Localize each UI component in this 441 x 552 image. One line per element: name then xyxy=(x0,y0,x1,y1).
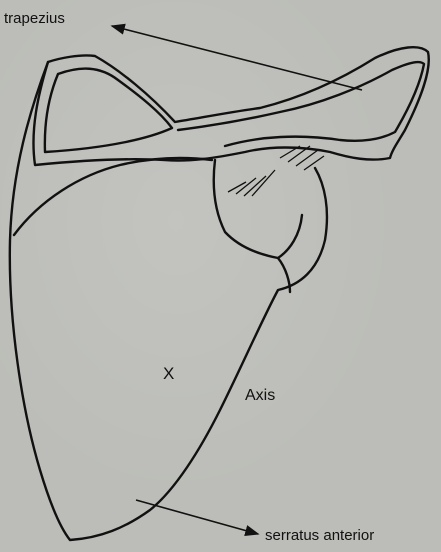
serratus-leader-arrow xyxy=(136,500,258,534)
glenoid-outline xyxy=(214,160,290,292)
hatch-mark xyxy=(252,170,275,196)
hatch-mark xyxy=(296,150,318,166)
scapula-body-outline xyxy=(10,62,327,540)
serratus-anterior-label: serratus anterior xyxy=(265,527,374,544)
hatch-mark xyxy=(228,182,246,192)
trapezius-label: trapezius xyxy=(4,10,65,27)
trapezius-leader-arrow xyxy=(112,26,362,90)
superior-border xyxy=(14,158,212,235)
spine-inner-line xyxy=(45,69,172,152)
lateral-border-upper xyxy=(278,215,302,258)
x-mark-label: X xyxy=(163,364,174,384)
axis-label: Axis xyxy=(245,387,275,405)
